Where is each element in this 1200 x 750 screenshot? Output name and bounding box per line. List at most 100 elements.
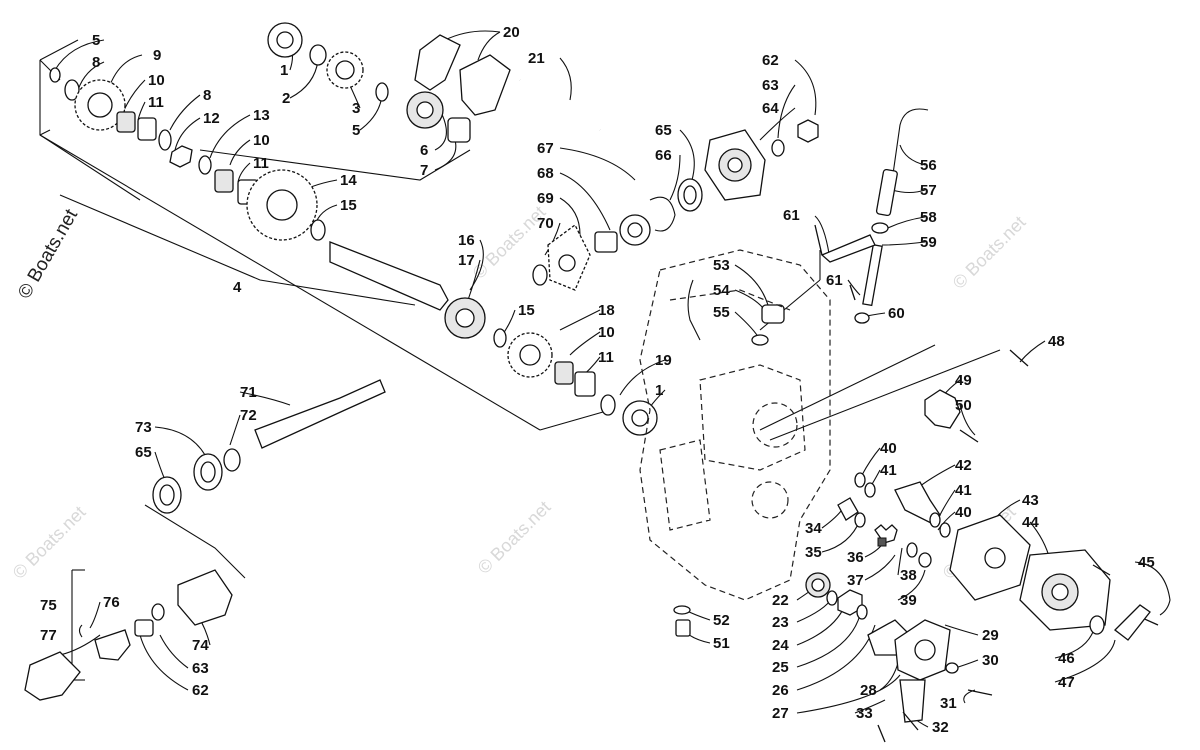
callout-label: 11 xyxy=(598,349,614,366)
callout-label: 13 xyxy=(253,107,270,124)
washer-23 xyxy=(826,590,838,606)
seal-46 xyxy=(1089,615,1105,635)
callout-label: 73 xyxy=(135,419,152,436)
callout-label: 63 xyxy=(192,660,209,677)
snap-ring-66 xyxy=(649,196,676,232)
transmission-housing xyxy=(639,249,831,601)
breather-54 xyxy=(761,304,785,324)
callout-label: 44 xyxy=(1022,514,1039,531)
watermark-text: © Boats.net xyxy=(9,502,90,583)
callout-label: 58 xyxy=(920,209,937,226)
callout-label: 61 xyxy=(783,207,800,224)
callout-label: 15 xyxy=(518,302,535,319)
callout-label: 55 xyxy=(713,304,730,321)
callout-label: 5 xyxy=(352,122,360,139)
callout-label: 5 xyxy=(92,32,100,49)
clip-76 xyxy=(78,624,83,638)
cable-56 xyxy=(889,108,929,196)
callout-label: 2 xyxy=(282,90,290,107)
watermark-text: © Boats.net xyxy=(474,497,555,578)
callout-label: 40 xyxy=(880,440,897,457)
yoke-77 xyxy=(24,651,81,701)
clevis-60 xyxy=(854,312,870,324)
callout-label: 23 xyxy=(772,614,789,631)
callout-label: 60 xyxy=(888,305,905,322)
callout-label: 47 xyxy=(1058,674,1075,691)
callout-label: 50 xyxy=(955,397,972,414)
callout-label: 24 xyxy=(772,637,789,654)
callout-label: 36 xyxy=(847,549,864,566)
snap-41b xyxy=(929,512,941,528)
callout-label: 12 xyxy=(203,110,220,127)
callout-label: 21 xyxy=(528,50,545,67)
washer-63 xyxy=(771,139,785,157)
detent-49 xyxy=(924,389,961,429)
callout-label: 27 xyxy=(772,705,789,722)
washer-39 xyxy=(918,552,932,568)
bolt-33 xyxy=(877,724,886,743)
callout-label: 33 xyxy=(856,705,873,722)
callout-label: 76 xyxy=(103,594,120,611)
callout-label: 54 xyxy=(713,282,730,299)
callout-label: 8 xyxy=(203,87,211,104)
callout-label: 65 xyxy=(135,444,152,461)
callout-label: 75 xyxy=(40,597,57,614)
collar-62 xyxy=(134,619,154,637)
o-ring-55 xyxy=(751,334,769,346)
bolt-32 xyxy=(902,711,919,731)
needle-bearing-10c xyxy=(554,361,574,385)
screw-61b xyxy=(849,284,856,301)
shift-fork-20 xyxy=(414,34,461,91)
callout-labels: 5 8 9 10 11 8 12 13 10 11 14 15 4 1 2 3 … xyxy=(40,24,1155,736)
callout-label: 28 xyxy=(860,682,877,699)
callout-label: 29 xyxy=(982,627,999,644)
cross-76 xyxy=(94,629,131,661)
callout-label: 56 xyxy=(920,157,937,174)
breather-hose-53 xyxy=(687,279,701,341)
yoke-74 xyxy=(177,569,233,626)
callout-label: 48 xyxy=(1048,333,1065,350)
callout-label: 66 xyxy=(655,147,672,164)
snap-ring-5 xyxy=(49,67,61,83)
seal-25 xyxy=(856,604,868,620)
callout-label: 59 xyxy=(920,234,937,251)
output-shaft-71 xyxy=(254,379,386,449)
washer-63b xyxy=(151,603,165,621)
elbow-28 xyxy=(899,679,926,723)
callout-label: 4 xyxy=(233,279,242,296)
callout-label: 74 xyxy=(192,637,209,654)
drain-plug-51 xyxy=(675,619,691,637)
washer-30 xyxy=(945,662,959,674)
callout-label: 8 xyxy=(92,54,100,71)
callout-label: 20 xyxy=(503,24,520,41)
needle-bearing-10 xyxy=(116,111,136,133)
screw-61 xyxy=(814,224,823,256)
needle-bearing-10b xyxy=(214,169,234,193)
callout-label: 49 xyxy=(955,372,972,389)
washer-70 xyxy=(532,264,548,286)
callout-label: 41 xyxy=(880,462,897,479)
collar-11c xyxy=(574,371,596,397)
washer-72 xyxy=(223,448,241,472)
bolt-45 xyxy=(1092,564,1111,576)
callout-label: 62 xyxy=(192,682,209,699)
callout-label: 10 xyxy=(148,72,165,89)
washer-8b xyxy=(158,129,172,151)
washer-2 xyxy=(309,44,327,66)
callout-label: 11 xyxy=(253,155,269,172)
needle-bearing-7 xyxy=(447,117,471,143)
callout-label: 10 xyxy=(253,132,270,149)
callout-label: 51 xyxy=(713,635,730,652)
snap-41 xyxy=(864,482,876,498)
callout-label: 62 xyxy=(762,52,779,69)
washer-19 xyxy=(600,394,616,416)
callout-label: 19 xyxy=(655,352,672,369)
collar-68 xyxy=(594,231,618,253)
callout-label: 45 xyxy=(1138,554,1155,571)
callout-label: 18 xyxy=(598,302,615,319)
washer-15b xyxy=(493,328,507,348)
cable-housing-57 xyxy=(875,168,898,217)
callout-label: 30 xyxy=(982,652,999,669)
callout-label: 37 xyxy=(847,572,864,589)
callout-label: 34 xyxy=(805,520,822,537)
